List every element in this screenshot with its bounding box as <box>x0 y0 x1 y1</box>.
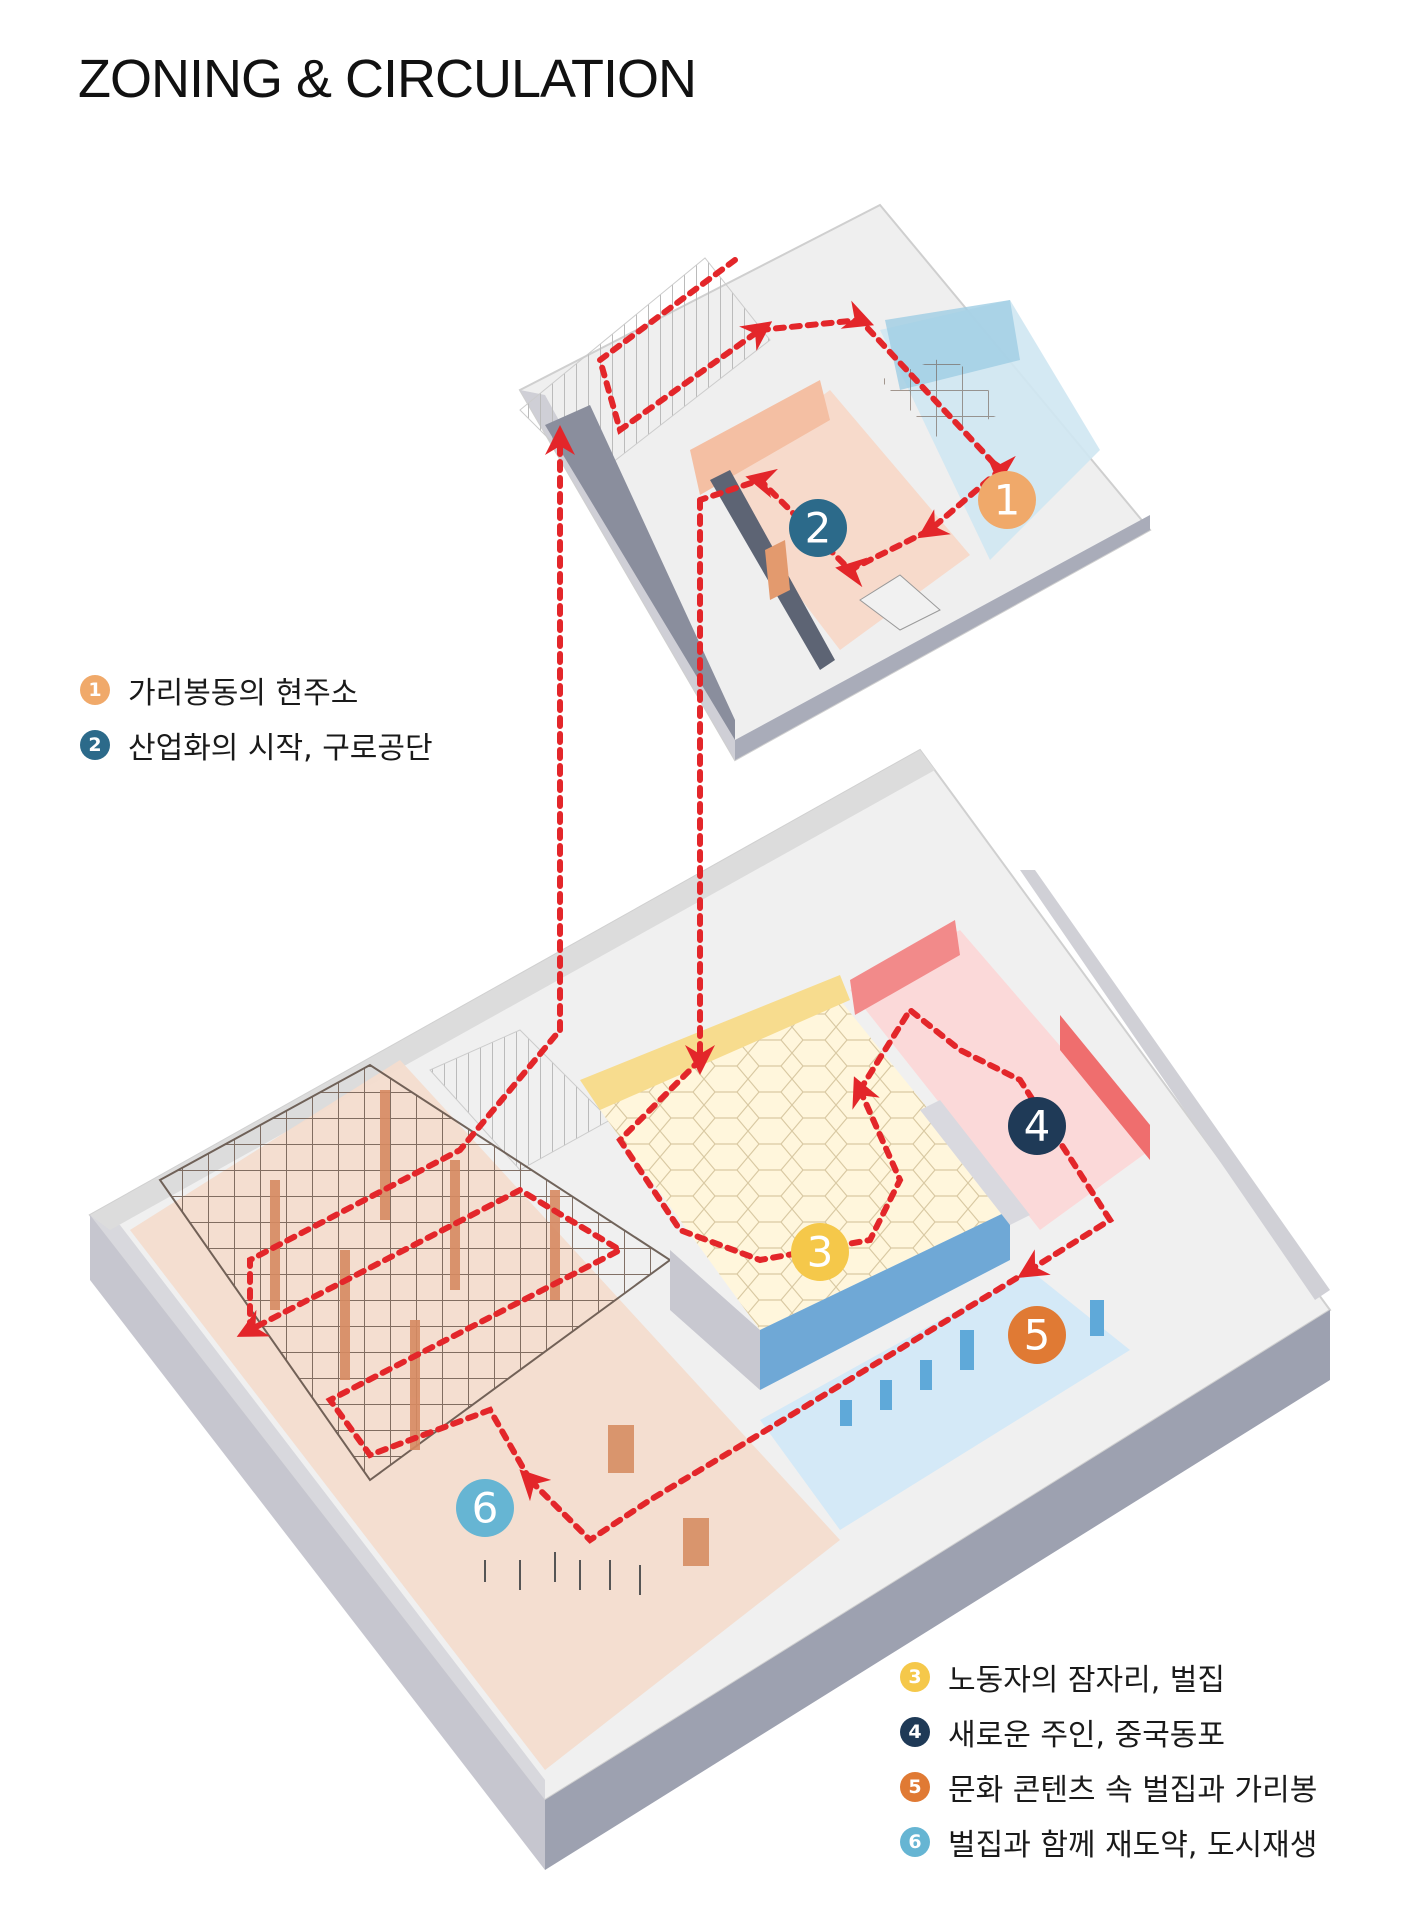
legend-text-2: 산업화의 시작, 구로공단 <box>128 731 433 766</box>
zone-marker-3 <box>791 1223 849 1281</box>
page-title: ZONING & CIRCULATION <box>78 49 697 109</box>
route-lower-zone6 <box>236 1186 627 1483</box>
zone-4-wall-right <box>1060 1015 1150 1160</box>
zone-3-wall <box>580 975 850 1110</box>
legend-item-6: 6 벌집과 함께 재도약, 도시재생 <box>900 1822 1318 1863</box>
legend-item-2: 2 산업화의 시작, 구로공단 <box>80 725 433 766</box>
legend-text-4: 새로운 주인, 중국동포 <box>948 1718 1226 1753</box>
route-upper-stairs <box>596 257 773 435</box>
zone-marker-5-label: 5 <box>1024 1311 1051 1360</box>
legend-num-1: 1 <box>80 675 110 705</box>
legend-item-5: 5 문화 콘텐츠 속 벌집과 가리봉 <box>900 1767 1318 1808</box>
circulation-route <box>236 257 1115 1544</box>
legend-item-3: 3 노동자의 잠자리, 벌집 <box>900 1657 1317 1698</box>
zone-4-wall-back <box>850 920 960 1015</box>
lower-wall-left-face <box>90 1215 545 1870</box>
legend-upper: 1 가리봉동의 현주소 2 산업화의 시작, 구로공단 <box>80 670 433 780</box>
lower-floor <box>88 748 1332 1870</box>
legend-item-1: 1 가리봉동의 현주소 <box>80 670 433 711</box>
zone-markers: 1 2 3 4 5 6 <box>456 471 1066 1537</box>
zone-3-hex <box>600 1000 1010 1330</box>
zone-3-side-wall <box>670 1250 760 1390</box>
legend-item-4: 4 새로운 주인, 중국동포 <box>900 1712 1317 1753</box>
zone-marker-6-label: 6 <box>472 1484 499 1533</box>
route-lower-zone3 <box>616 1057 904 1264</box>
upper-floor <box>518 203 1152 762</box>
legend-text-1: 가리봉동의 현주소 <box>128 676 359 711</box>
zone-marker-6 <box>456 1479 514 1537</box>
legend-num-3: 3 <box>900 1662 930 1692</box>
zone-4-area <box>850 930 1150 1230</box>
zone-marker-4-label: 4 <box>1024 1102 1051 1151</box>
zone-marker-4 <box>1008 1097 1066 1155</box>
zone-5-displays <box>840 1300 1104 1426</box>
legend-num-2: 2 <box>80 730 110 760</box>
zone-marker-3-label: 3 <box>807 1228 834 1277</box>
upper-wall-left <box>520 390 735 760</box>
route-lower-zone4 <box>857 1005 1115 1278</box>
upper-panel-wall <box>545 405 735 740</box>
zone-3-locker-wall <box>760 1210 1010 1390</box>
zone-6-signposts <box>484 1552 641 1595</box>
lower-cabinet-2 <box>683 1518 709 1566</box>
legend-num-5: 5 <box>900 1772 930 1802</box>
route-lower-zone5 <box>519 1267 1033 1544</box>
zone-marker-1 <box>978 471 1036 529</box>
route-lower-stairs <box>247 1027 563 1333</box>
lower-wall-front-face <box>545 1310 1330 1870</box>
legend-num-6: 6 <box>900 1827 930 1857</box>
legend-lower: 3 노동자의 잠자리, 벌집 4 새로운 주인, 중국동포 5 문화 콘텐츠 속… <box>900 1657 1317 1877</box>
zone-marker-5 <box>1008 1306 1066 1364</box>
legend-text-3: 노동자의 잠자리, 벌집 <box>948 1663 1226 1698</box>
lower-wall-right <box>1020 870 1330 1300</box>
legend-text-5: 문화 콘텐츠 속 벌집과 가리봉 <box>948 1773 1318 1808</box>
zone-marker-1-label: 1 <box>994 476 1021 525</box>
upper-wall-front <box>735 515 1150 760</box>
lower-cabinet-1 <box>608 1425 634 1473</box>
zone-marker-2-label: 2 <box>805 504 832 553</box>
zone-marker-2 <box>789 499 847 557</box>
zone-4-inner-wall <box>920 1100 1030 1225</box>
legend-num-4: 4 <box>900 1717 930 1747</box>
route-upper-loop <box>697 300 1016 588</box>
legend-text-6: 벌집과 함께 재도약, 도시재생 <box>948 1828 1318 1863</box>
